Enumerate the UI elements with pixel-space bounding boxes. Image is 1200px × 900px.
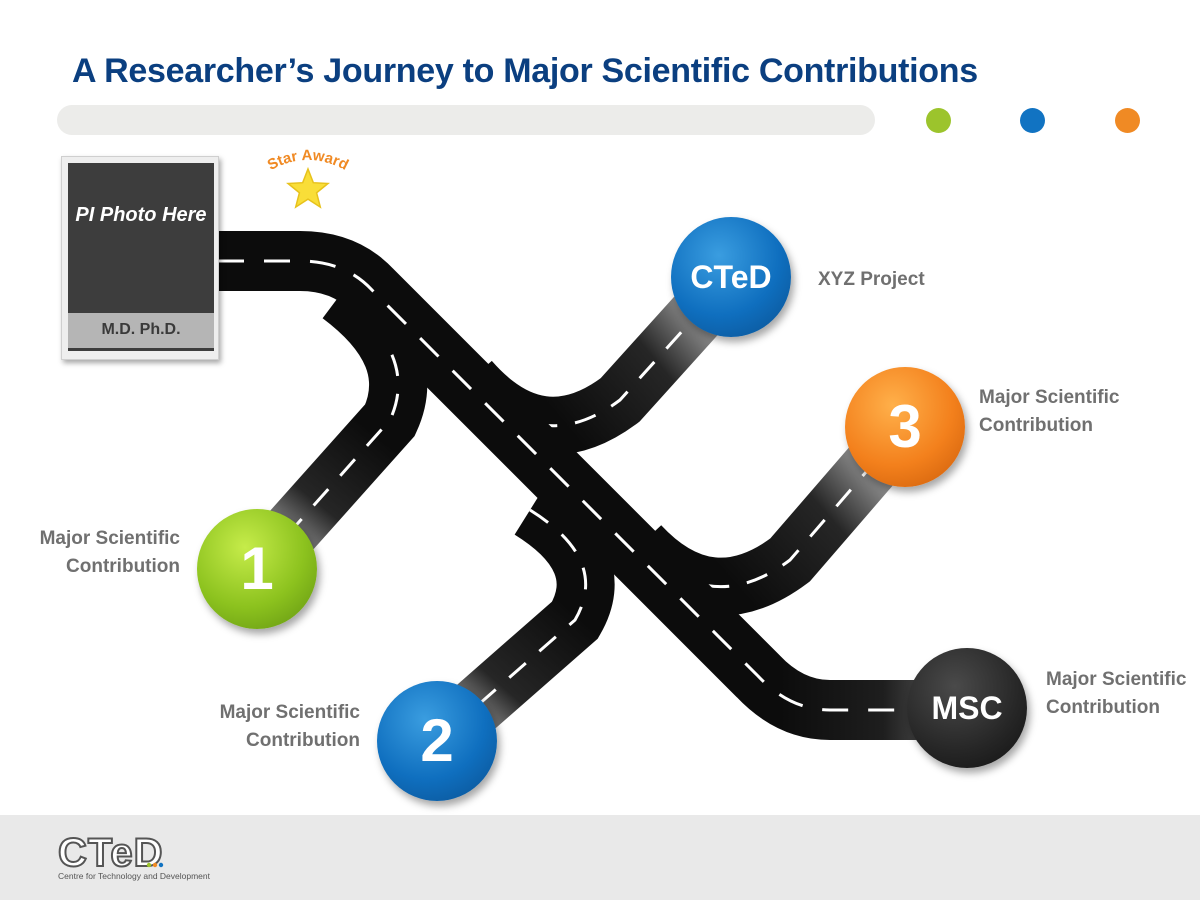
msc-node: MSC <box>907 648 1027 768</box>
pi-photo-frame: PI Photo Here M.D. Ph.D. <box>61 156 219 360</box>
orange-accent-dot <box>1115 108 1140 133</box>
pi-caption-bar: M.D. Ph.D. <box>68 313 214 351</box>
blue-accent-dot <box>1020 108 1045 133</box>
star-award: Star Award <box>265 147 351 209</box>
contribution-label-1: Major Scientific Contribution <box>39 528 180 577</box>
msc-label: Major Scientific Contribution <box>1046 669 1187 718</box>
pi-photo-placeholder: PI Photo Here <box>68 163 214 313</box>
contribution-node-3: 3 <box>845 367 965 487</box>
title-underline-bar <box>57 105 875 135</box>
svg-text:CTeD: CTeD <box>58 831 163 871</box>
cted-node: CTeD <box>671 217 791 337</box>
footer-bar: CTeD Centre for Technology and Developme… <box>0 815 1200 900</box>
star-icon <box>286 166 330 209</box>
cted-logo-subtitle: Centre for Technology and Development <box>58 871 210 881</box>
cted-logo: CTeD Centre for Technology and Developme… <box>57 830 228 881</box>
contribution-node-1: 1 <box>197 509 317 629</box>
green-accent-dot <box>926 108 951 133</box>
pi-degree-caption: M.D. Ph.D. <box>101 321 181 338</box>
page-title: A Researcher’s Journey to Major Scientif… <box>72 52 978 90</box>
pi-photo-text: PI Photo Here <box>75 204 207 226</box>
contribution-node-2: 2 <box>377 681 497 801</box>
contribution-label-3: Major Scientific Contribution <box>979 387 1120 436</box>
cted-logo-mark: CTeD <box>57 830 163 876</box>
cted-project-label: XYZ Project <box>818 269 925 290</box>
contribution-label-2: Major Scientific Contribution <box>219 702 360 751</box>
